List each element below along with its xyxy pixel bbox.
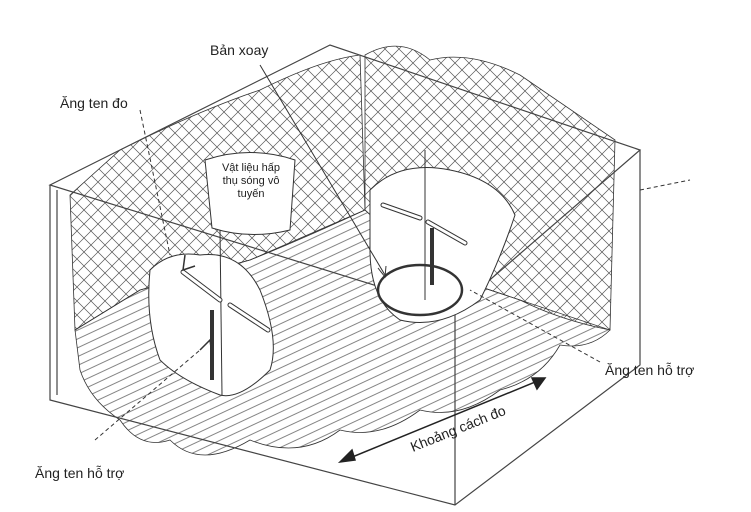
absorber-cutout-right xyxy=(369,167,516,323)
aux-antenna-left-label: Ăng ten hỗ trợ xyxy=(35,465,125,481)
measuring-antenna-left xyxy=(180,229,271,396)
chamber-box xyxy=(48,44,642,506)
leader-lines xyxy=(94,64,691,441)
turntable xyxy=(376,263,464,317)
turntable-antenna xyxy=(376,150,468,317)
measuring-antenna-label: Ăng ten đo xyxy=(60,95,128,111)
distance-arrow xyxy=(337,377,547,464)
absorber-label: Vật liệu hấp thụ sóng vô tuyến xyxy=(221,162,281,200)
turntable-label: Bản xoay xyxy=(210,42,269,58)
absorber-label-bubble xyxy=(204,152,296,236)
aux-antenna-right-label: Ăng ten hỗ trợ xyxy=(605,362,695,378)
